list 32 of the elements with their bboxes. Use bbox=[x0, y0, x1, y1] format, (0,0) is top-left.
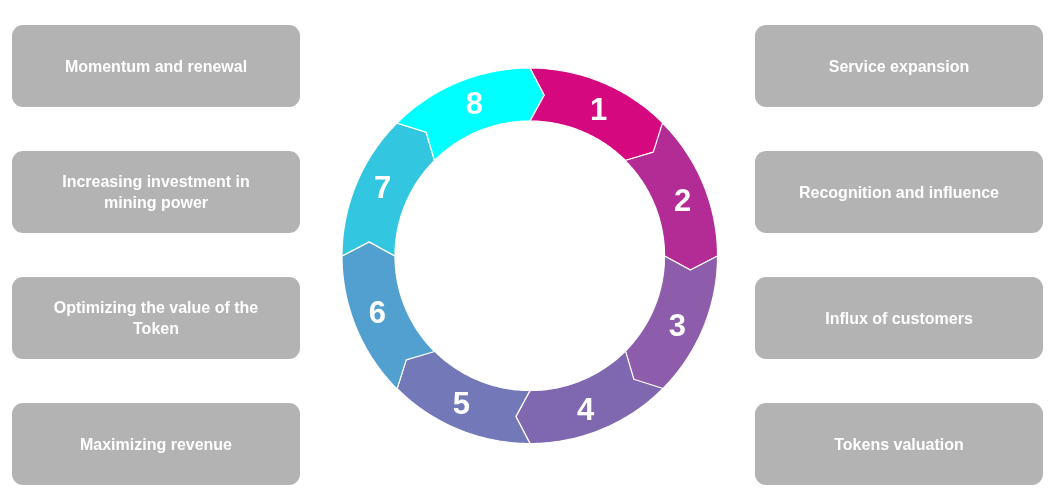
cycle-arrow-segment bbox=[396, 350, 531, 445]
cycle-arrow-segment bbox=[514, 350, 664, 445]
step-number: 1 bbox=[590, 93, 608, 125]
cycle-arrow-segment bbox=[341, 240, 436, 390]
cycle-arrow-segment bbox=[624, 122, 719, 272]
step-number: 8 bbox=[465, 87, 484, 119]
step-text: Momentum and renewal bbox=[64, 56, 248, 77]
step-card bbox=[12, 277, 300, 359]
cycle-arrow-segment bbox=[341, 122, 436, 257]
step-card bbox=[755, 277, 1043, 359]
step-text: Tokens valuation bbox=[834, 434, 964, 455]
step-number: 4 bbox=[576, 393, 595, 425]
cycle-arrow-segment bbox=[396, 67, 546, 162]
step-text: Increasing investment in mining power bbox=[61, 172, 251, 213]
step-text: Service expansion bbox=[828, 56, 970, 77]
step-number: 7 bbox=[374, 171, 392, 203]
step-text: Maximizing revenue bbox=[79, 434, 232, 455]
step-card bbox=[755, 403, 1043, 485]
step-text: Optimizing the value of the Token bbox=[52, 298, 260, 339]
step-card bbox=[12, 151, 300, 233]
step-text: Recognition and influence bbox=[799, 182, 999, 203]
step-number: 3 bbox=[668, 309, 686, 341]
cycle-arrow-segment bbox=[529, 67, 664, 162]
step-number: 6 bbox=[368, 296, 386, 328]
step-card bbox=[12, 25, 300, 107]
step-card bbox=[755, 151, 1043, 233]
step-number: 2 bbox=[674, 184, 692, 216]
step-card bbox=[12, 403, 300, 485]
step-card bbox=[755, 25, 1043, 107]
step-number: 5 bbox=[452, 387, 470, 419]
cycle-arrow-segment bbox=[624, 255, 719, 390]
step-text: Influx of customers bbox=[825, 308, 973, 329]
